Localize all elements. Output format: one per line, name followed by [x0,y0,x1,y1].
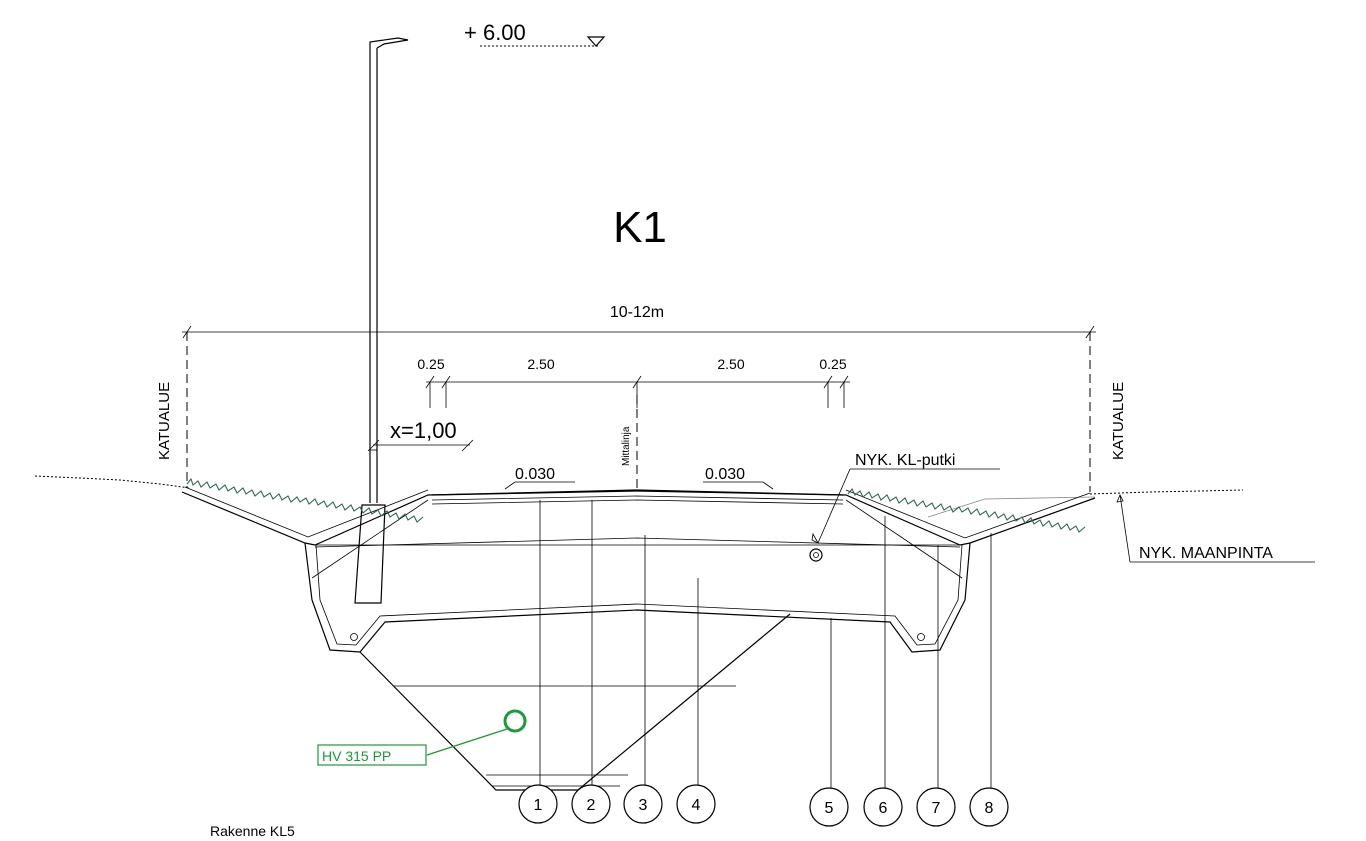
ground-leader [1119,494,1131,563]
dim-250-left: 2.50 [527,356,554,372]
water-pipe-label: HV 315 PP [322,748,391,764]
dim-tick [632,375,642,389]
existing-ground-label: NYK. MAANPINTA [1139,545,1273,562]
total-width-label: 10-12m [610,304,664,321]
callout-circle-3 [623,784,663,824]
callout-2: 2 [587,797,596,814]
offset-label: x=1,00 [390,418,457,443]
callout-6: 6 [879,800,888,817]
callout-8: 8 [985,800,994,817]
dim-tick [839,375,849,389]
callout-circle-8 [969,787,1009,827]
existing-ground-line-right [1089,489,1244,495]
dim-tick [425,375,435,389]
cable-pipe-inner [813,552,819,558]
callout-circle-5 [809,787,849,827]
dim-250-right: 2.50 [717,356,744,372]
grass-right [847,487,1086,533]
section-title: K1 [613,203,667,252]
existing-ground-line-mid [927,496,1096,518]
katualue-left: KATUALUE [156,382,173,460]
dim-tick [441,375,451,389]
callout-7: 7 [932,800,941,817]
callout-circle-1 [518,784,558,824]
road-structure [181,486,1096,791]
existing-ground-line [34,475,191,489]
dim-tick [461,439,474,452]
dim-tick [182,325,192,339]
dim-tick [1085,325,1095,339]
measure-line-label: Mittalinja [621,426,632,466]
katualue-right: KATUALUE [1110,382,1127,460]
cable-pipe-leader [817,468,851,544]
grass-left [186,477,424,523]
callout-1: 1 [534,797,543,814]
callout-circle-7 [916,787,956,827]
elevation-marker [586,36,606,47]
water-pipe-box [317,744,427,766]
callout-circle-6 [863,787,903,827]
slope-right-arrow [762,481,774,490]
dim-025-right: 0.25 [819,356,846,372]
callout-5: 5 [825,800,834,817]
dim-025-left: 0.25 [417,356,444,372]
structure-label: Rakenne KL5 [210,823,295,839]
water-pipe-leader [426,728,508,756]
elevation-label: + 6.00 [464,20,526,45]
cable-pipe-icon [809,548,823,562]
layer-callouts: 1 2 3 4 5 6 7 8 [518,784,1009,827]
street-lamp-pole [354,37,409,604]
slope-right-label: 0.030 [705,466,745,483]
callout-4: 4 [692,797,701,814]
dim-tick [367,439,380,452]
water-pipe-icon [503,709,527,733]
ground-arrow [1116,494,1124,503]
callout-circle-4 [676,784,716,824]
slope-left-label: 0.030 [515,466,555,483]
existing-cable-pipe-label: NYK. KL-putki [855,452,955,469]
dim-tick [823,375,833,389]
slope-left-arrow [504,481,516,490]
cable-pipe-arrow [811,532,819,544]
callout-circle-2 [571,784,611,824]
callout-3: 3 [639,797,648,814]
